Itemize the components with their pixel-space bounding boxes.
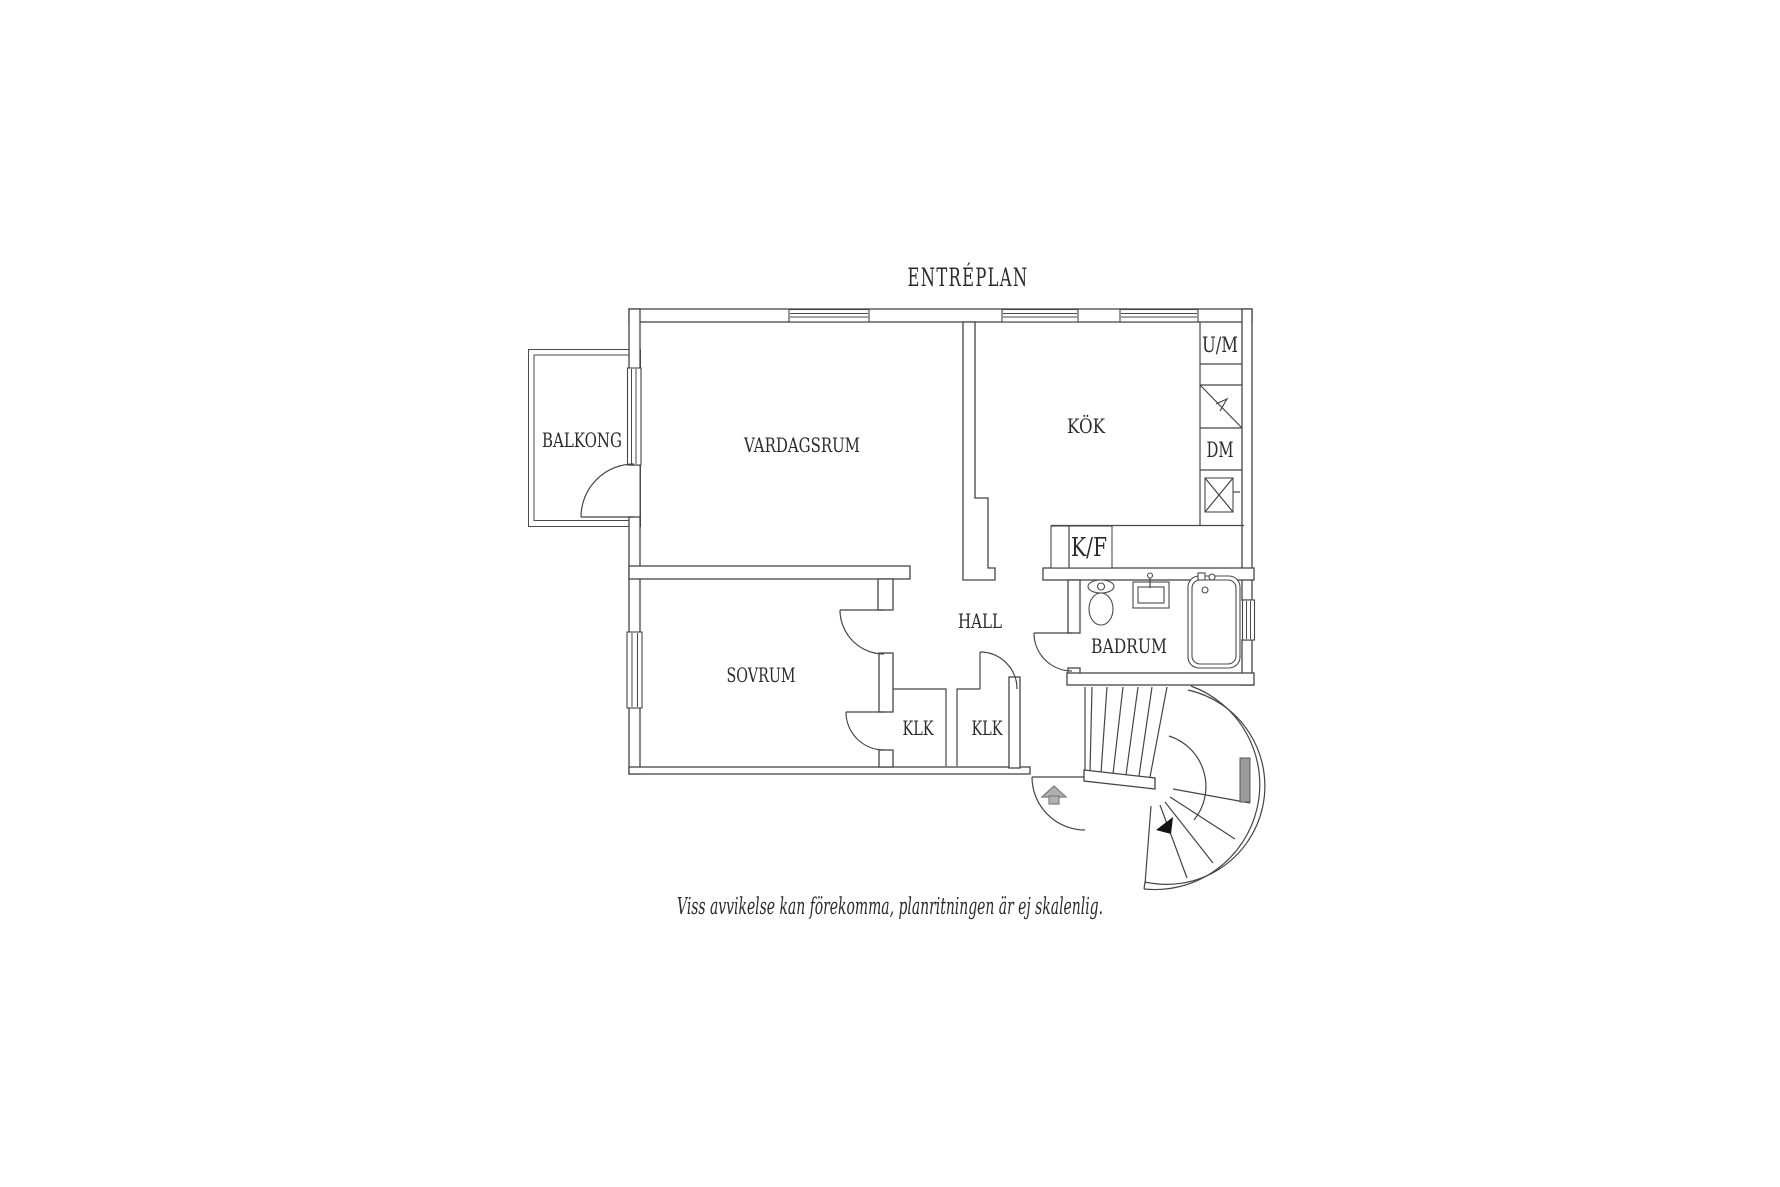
wall-bathroom-bottom bbox=[1066, 672, 1255, 686]
stair-direction-arrow-icon bbox=[1156, 817, 1173, 834]
bathroom-door bbox=[1033, 632, 1073, 672]
room-label-badrum: BADRUM bbox=[1091, 634, 1167, 658]
entry-arrow-icon bbox=[1040, 785, 1068, 805]
room-label-klk-left: KLK bbox=[903, 716, 935, 740]
bathroom-fixtures bbox=[1087, 572, 1241, 669]
closet-right-outline bbox=[956, 688, 980, 766]
wall-bedroom-door-stub bbox=[877, 578, 894, 611]
labels: ENTRÉPLAN BALKONG VARDAGSRUM KÖK SOVRUM … bbox=[542, 263, 1238, 920]
closet-left-outline bbox=[893, 688, 947, 766]
kitchen-fixtures bbox=[1050, 322, 1244, 569]
wall-vestibule bbox=[1008, 676, 1021, 769]
room-label-hall: HALL bbox=[958, 609, 1002, 633]
counter-flap-icon bbox=[1199, 384, 1243, 429]
sink-icon bbox=[1132, 572, 1170, 609]
windows bbox=[626, 308, 1256, 709]
wall-bottom bbox=[628, 766, 1031, 775]
wall-kitchen-livingroom bbox=[962, 321, 996, 581]
appliance-label-um: U/M bbox=[1202, 333, 1238, 357]
wall-bedroom-right-mid bbox=[878, 652, 894, 713]
balcony-door bbox=[580, 463, 635, 518]
wall-livingroom-bedroom bbox=[628, 565, 911, 580]
appliance-label-kf: K/F bbox=[1071, 533, 1107, 563]
closet-right-door bbox=[979, 651, 1018, 690]
closets bbox=[893, 688, 980, 766]
room-label-klk-right: KLK bbox=[972, 716, 1004, 740]
spiral-staircase bbox=[1083, 685, 1266, 891]
room-label-vardagsrum: VARDAGSRUM bbox=[743, 433, 860, 457]
bathtub-icon bbox=[1187, 572, 1241, 669]
room-label-sovrum: SOVRUM bbox=[727, 663, 796, 687]
caption: Viss avvikelse kan förekomma, planritnin… bbox=[677, 894, 1103, 920]
window-top-2 bbox=[1001, 308, 1079, 323]
bedroom-door bbox=[839, 609, 885, 655]
entry-door bbox=[1031, 776, 1086, 831]
room-label-kok: KÖK bbox=[1067, 413, 1106, 438]
doors bbox=[580, 463, 1086, 831]
fridge-freezer-box bbox=[1050, 525, 1113, 569]
stair-window bbox=[1239, 757, 1251, 803]
stair-landing bbox=[1083, 769, 1156, 790]
window-bedroom bbox=[626, 631, 643, 709]
wall-bathroom-left-upper bbox=[1067, 579, 1081, 634]
walls bbox=[628, 308, 1255, 775]
appliance-label-dm: DM bbox=[1207, 438, 1234, 462]
closet-left-door bbox=[845, 711, 885, 751]
window-bathroom bbox=[1241, 599, 1256, 641]
toilet-icon bbox=[1087, 579, 1115, 626]
room-label-balkong: BALKONG bbox=[542, 428, 622, 452]
window-balcony bbox=[626, 367, 642, 466]
wall-right-upper bbox=[1241, 308, 1253, 601]
window-top-3 bbox=[1119, 308, 1199, 323]
window-top-1 bbox=[788, 308, 870, 323]
stove-icon bbox=[1204, 477, 1240, 513]
wall-bedroom-right-low bbox=[878, 749, 894, 768]
page-title: ENTRÉPLAN bbox=[908, 263, 1029, 292]
